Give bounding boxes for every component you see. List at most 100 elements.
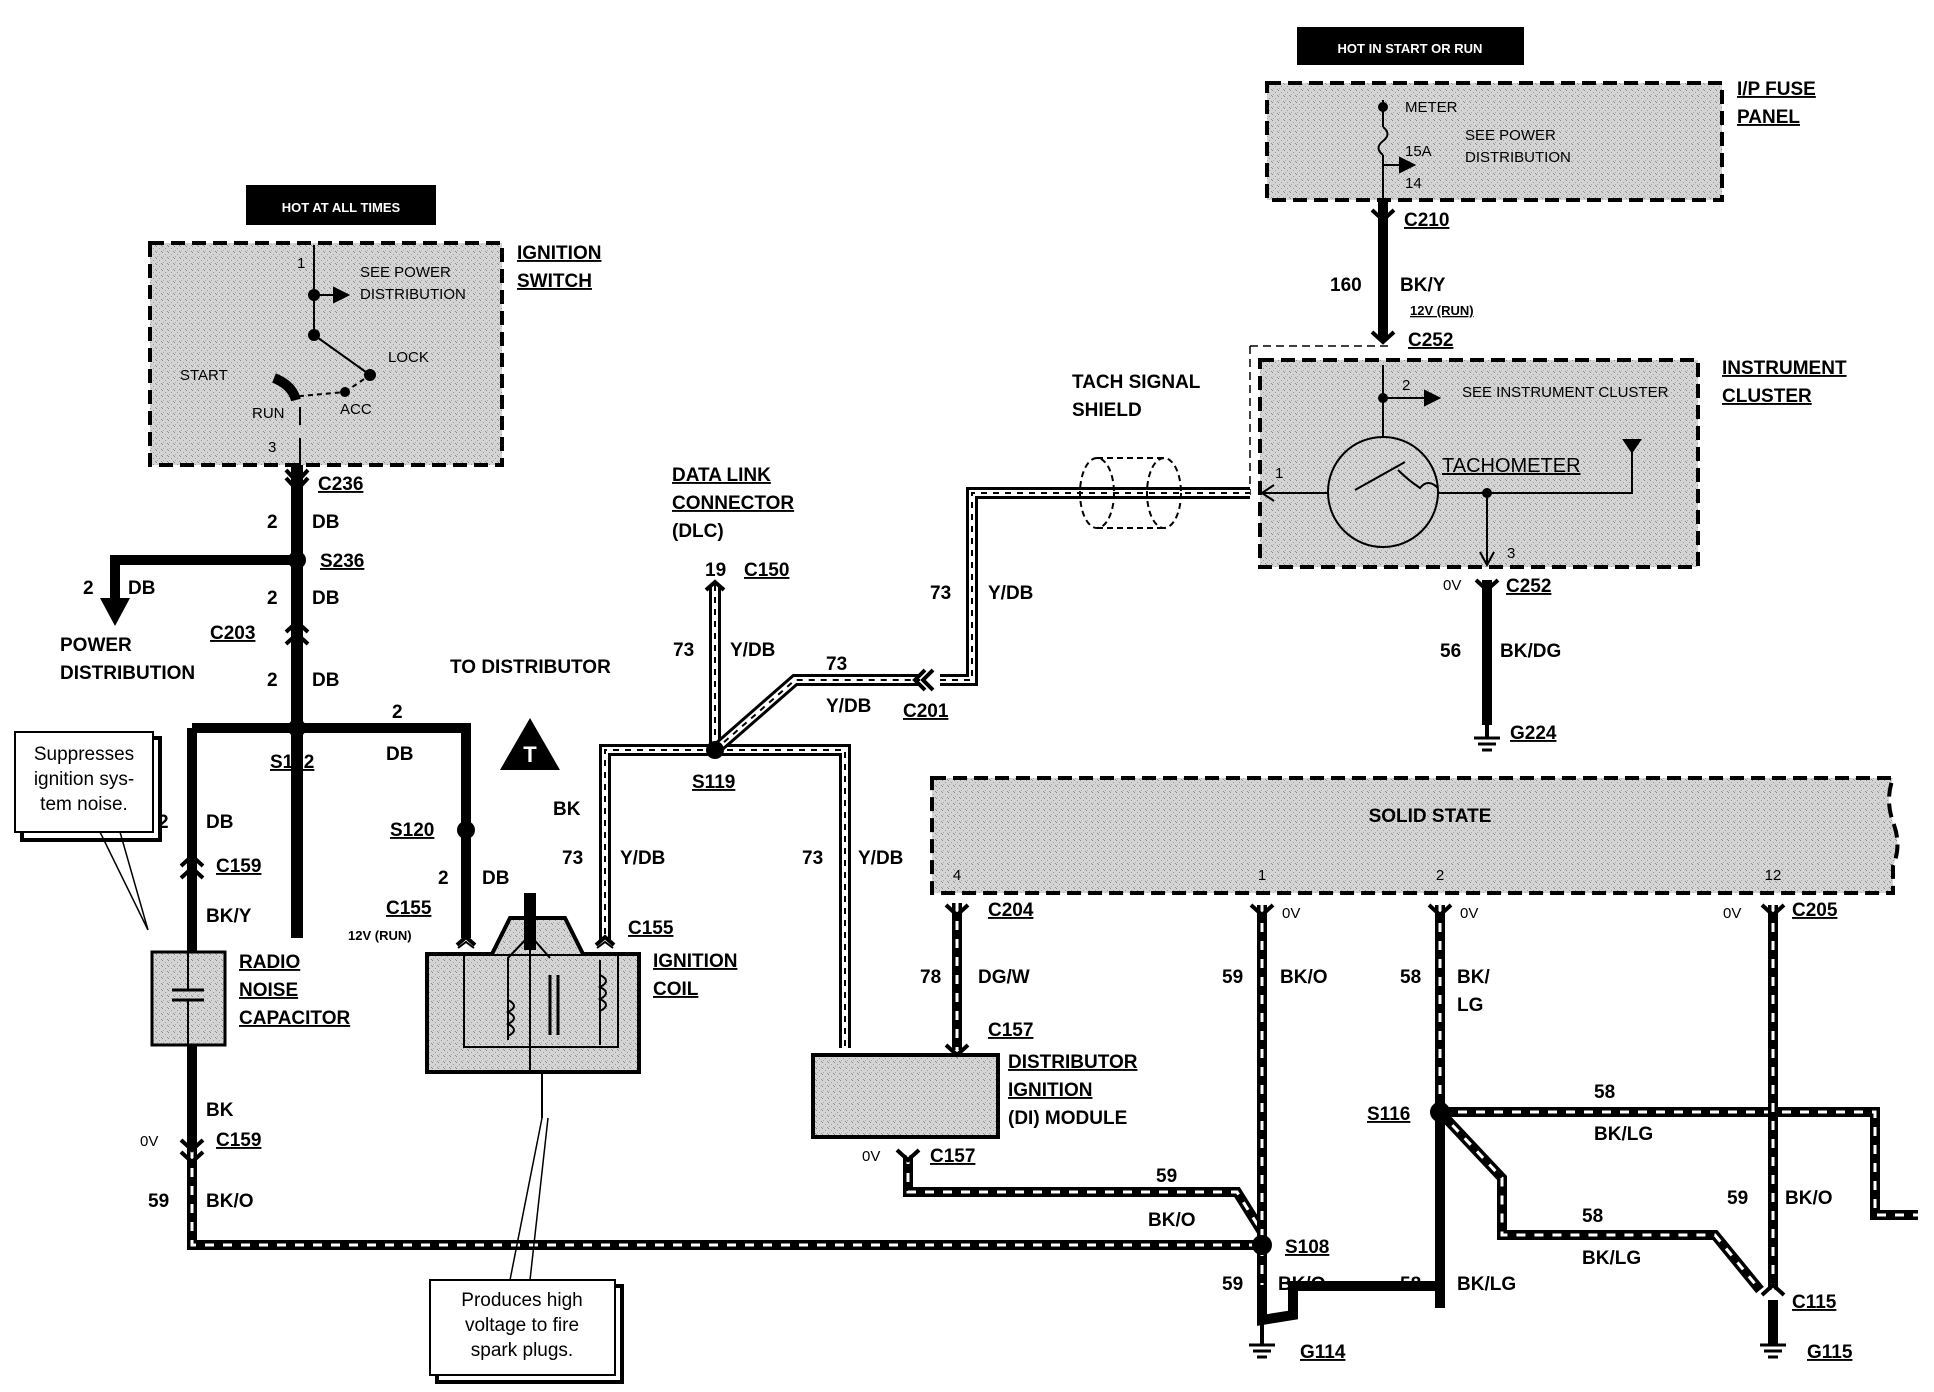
- hot-in-start-or-run-text: HOT IN START OR RUN: [1338, 41, 1483, 56]
- fuse-see-power-2: DISTRIBUTION: [1465, 149, 1571, 166]
- shielded-wires: [599, 487, 1250, 1048]
- label-c236: C236: [318, 474, 363, 495]
- ground-g115: [1760, 1300, 1786, 1359]
- coil-internals: [457, 918, 614, 1118]
- splice-dots: [288, 551, 1450, 1255]
- wire-voltage: 0V: [1460, 905, 1478, 922]
- splice-s108: [1252, 1235, 1272, 1255]
- label-s108: S108: [1285, 1237, 1329, 1258]
- ignition-switch-lock: LOCK: [388, 349, 429, 366]
- label-g115: G115: [1807, 1342, 1853, 1363]
- capacitor-note-line-3: tem noise.: [40, 794, 128, 815]
- wire-color: BK/Y: [206, 906, 252, 927]
- capacitor-note-line-1: Suppresses: [34, 744, 134, 765]
- wire-color: Y/DB: [620, 848, 665, 869]
- wire-num: 58: [1594, 1082, 1615, 1103]
- label-s236: S236: [320, 551, 364, 572]
- label-s120: S120: [390, 820, 434, 841]
- wire-num: 58: [1400, 1274, 1421, 1295]
- wire-voltage: 12V (RUN): [1410, 303, 1474, 318]
- ignition-coil-label-1: IGNITION: [653, 951, 737, 972]
- wire-voltage: 12V (RUN): [348, 928, 412, 943]
- label-c150: C150: [744, 560, 789, 581]
- cluster-internals: [1261, 365, 1642, 568]
- wire-num: 2: [392, 702, 403, 723]
- wire-num: 73: [930, 583, 951, 604]
- fuse-amps: 15A: [1405, 143, 1432, 160]
- di-module-label-2: IGNITION: [1008, 1080, 1092, 1101]
- wire-num: 59: [1222, 1274, 1243, 1295]
- wire-color: BK/Y: [1400, 275, 1446, 296]
- wire-voltage: 0V: [1282, 905, 1300, 922]
- wire-num: 2: [267, 512, 278, 533]
- tach-signal-shield-label-1: TACH SIGNAL: [1072, 372, 1201, 393]
- di-module-label-1: DISTRIBUTOR: [1008, 1052, 1138, 1073]
- dlc-label-3: (DLC): [672, 521, 724, 542]
- label-c204: C204: [988, 900, 1034, 921]
- to-distributor-label: TO DISTRIBUTOR: [450, 657, 611, 678]
- wire-num: 2: [267, 588, 278, 609]
- wire-color: BK/O: [1785, 1188, 1833, 1209]
- ground-g224: [1474, 725, 1500, 752]
- wire-color: BK/O: [1280, 967, 1328, 988]
- instrument-cluster-label-1: INSTRUMENT: [1722, 358, 1847, 379]
- dlc-label-1: DATA LINK: [672, 465, 771, 486]
- power-distribution-label-2: DISTRIBUTION: [60, 663, 195, 684]
- label-c205: C205: [1792, 900, 1838, 921]
- wire-num: 59: [1727, 1188, 1748, 1209]
- wire-color: Y/DB: [826, 696, 871, 717]
- ignition-switch-internals: [272, 245, 376, 465]
- coil-note-line-1: Produces high: [461, 1290, 582, 1311]
- wire-color: Y/DB: [730, 640, 775, 661]
- di-module-label-3: (DI) MODULE: [1008, 1108, 1127, 1129]
- wire-color: DG/W: [978, 967, 1030, 988]
- capacitor-internals: [172, 952, 204, 1045]
- wire-color: BK/O: [1148, 1210, 1196, 1231]
- label-c157-a: C157: [988, 1020, 1033, 1041]
- label-c155-a: C155: [386, 898, 432, 919]
- wire-color: BK/LG: [1594, 1124, 1653, 1145]
- ignition-switch-see-power-2: DISTRIBUTION: [360, 286, 466, 303]
- splice-s236: [288, 551, 306, 569]
- ground-symbols: [1249, 725, 1786, 1359]
- ignition-switch-see-power-1: SEE POWER: [360, 264, 451, 281]
- di-module-box: [811, 1053, 1000, 1139]
- label-c201: C201: [903, 701, 949, 722]
- power-distribution-arrow: [100, 598, 130, 626]
- hot-in-start-or-run-label: HOT IN START OR RUN: [1297, 27, 1524, 65]
- ignition-switch-box: [148, 241, 504, 467]
- label-c252-a: C252: [1408, 330, 1453, 351]
- ignition-switch-run: RUN: [252, 405, 285, 422]
- label-g114: G114: [1300, 1342, 1346, 1363]
- power-distribution-label-1: POWER: [60, 635, 132, 656]
- wire-color: LG: [1457, 995, 1483, 1016]
- wire-color: DB: [128, 578, 155, 599]
- label-c115: C115: [1792, 1292, 1837, 1313]
- wire-color: DB: [206, 812, 233, 833]
- wire-color: DB: [386, 744, 413, 765]
- ignition-switch-label-1: IGNITION: [517, 243, 601, 264]
- ip-fuse-panel-label-2: PANEL: [1737, 107, 1800, 128]
- wire-color: DB: [482, 868, 509, 889]
- wire-color: BK/O: [1278, 1274, 1326, 1295]
- cluster-pin3: 3: [1507, 545, 1515, 562]
- wire-color: BK: [206, 1100, 234, 1121]
- splice-s120: [457, 821, 475, 839]
- wire-num: 73: [802, 848, 823, 869]
- dlc-label-2: CONNECTOR: [672, 493, 794, 514]
- radio-noise-capacitor-label-2: NOISE: [239, 980, 298, 1001]
- radio-noise-capacitor-label-1: RADIO: [239, 952, 300, 973]
- wires: [110, 200, 1492, 1150]
- label-c159-b: C159: [216, 1130, 261, 1151]
- label-c252-b: C252: [1506, 576, 1551, 597]
- ignition-switch-label-2: SWITCH: [517, 271, 592, 292]
- wire-num: 58: [1400, 967, 1421, 988]
- capacitor-note: Suppresses ignition sys- tem noise.: [14, 731, 162, 931]
- label-c155-b: C155: [628, 918, 674, 939]
- wire-num: 160: [1330, 275, 1362, 296]
- wire-num: 73: [673, 640, 694, 661]
- ignition-switch-pin3: 3: [268, 439, 276, 456]
- ignition-switch-start: START: [180, 367, 228, 384]
- wire-num: 56: [1440, 641, 1461, 662]
